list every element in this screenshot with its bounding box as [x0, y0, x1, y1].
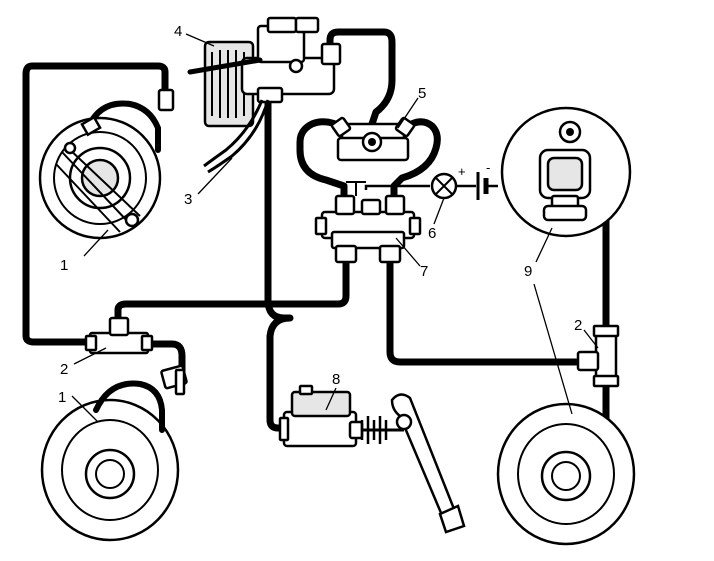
rear-wheel-right [496, 402, 636, 546]
warning-lamp-circuit: + - [430, 160, 498, 200]
callout-8: 8 [332, 371, 340, 388]
pipe-master-line [264, 96, 294, 432]
callout-2-left: 2 [60, 361, 68, 378]
rear-wheel-left [40, 364, 188, 542]
leader-lines [71, 33, 599, 423]
pressure-switch [330, 116, 416, 162]
brake-booster [500, 106, 632, 238]
pipe-top-loop [326, 28, 396, 128]
pipe-switch-loop [296, 118, 348, 200]
callout-1-upper: 1 [60, 257, 68, 274]
tee-connector-right [576, 324, 620, 388]
pipe-tee-to-regulator [114, 258, 350, 326]
master-cylinder [278, 384, 404, 448]
callout-5: 5 [418, 85, 426, 102]
battery-minus-sign: - [486, 160, 490, 175]
callout-6: 6 [428, 225, 436, 242]
callout-3: 3 [184, 191, 192, 208]
pipe-switch-loop-right [390, 118, 441, 200]
brake-pedal [390, 393, 466, 534]
callout-2-right: 2 [574, 317, 582, 334]
callout-9: 9 [524, 263, 532, 280]
callout-7: 7 [420, 263, 428, 280]
pipe-regulator-to-right [386, 258, 580, 366]
battery-plus-sign: + [458, 164, 466, 179]
tee-connector-left [84, 316, 154, 355]
front-brake-disc-upper [38, 88, 175, 240]
brake-pressure-regulator [314, 181, 430, 264]
pipe-front-left-loop [22, 62, 169, 346]
load-sensing-valve [187, 16, 342, 174]
callout-4: 4 [174, 23, 182, 40]
pipe-tee-to-rear-left [144, 340, 186, 376]
callout-labels: 1 1 2 2 3 4 5 6 7 8 9 [58, 23, 582, 406]
callout-1-lower: 1 [58, 389, 66, 406]
